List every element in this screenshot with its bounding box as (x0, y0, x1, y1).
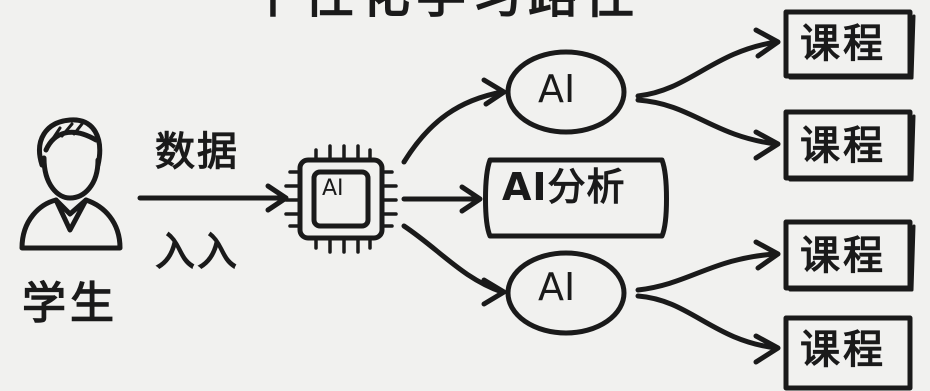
student-label: 学生 (22, 278, 118, 329)
course-label-3: 课程 (800, 233, 886, 279)
ai-node-bottom-label: AI (538, 265, 576, 309)
analysis-label: AI分析 (502, 165, 626, 209)
course-box-1 (783, 9, 913, 79)
ai-node-bottom-circle (505, 250, 627, 336)
student-person-icon (19, 117, 123, 251)
ai-chip-label: AI (322, 176, 344, 201)
arrow-to-ai-top (401, 77, 507, 165)
ai-node-top-label: AI (538, 67, 576, 111)
data-input-label-top: 数据 (155, 129, 239, 175)
course-label-2: 课程 (800, 123, 886, 169)
branch-ai-bottom (635, 239, 781, 365)
course-label-1: 课程 (800, 21, 886, 67)
course-label-4: 课程 (800, 327, 886, 373)
arrow-to-ai-bottom (401, 223, 507, 307)
ai-node-top-circle (505, 49, 627, 135)
ai-chip-icon (284, 144, 398, 254)
course-box-4 (783, 315, 913, 391)
diagram-title: 个性化学习路径 (248, 0, 640, 20)
course-box-3 (783, 219, 913, 291)
arrow-to-analysis (401, 184, 483, 214)
data-input-label-bottom: 入入 (155, 229, 239, 275)
analysis-box (483, 157, 669, 239)
data-input-arrow (137, 183, 289, 213)
branch-ai-top (635, 27, 781, 161)
course-box-2 (783, 109, 913, 181)
